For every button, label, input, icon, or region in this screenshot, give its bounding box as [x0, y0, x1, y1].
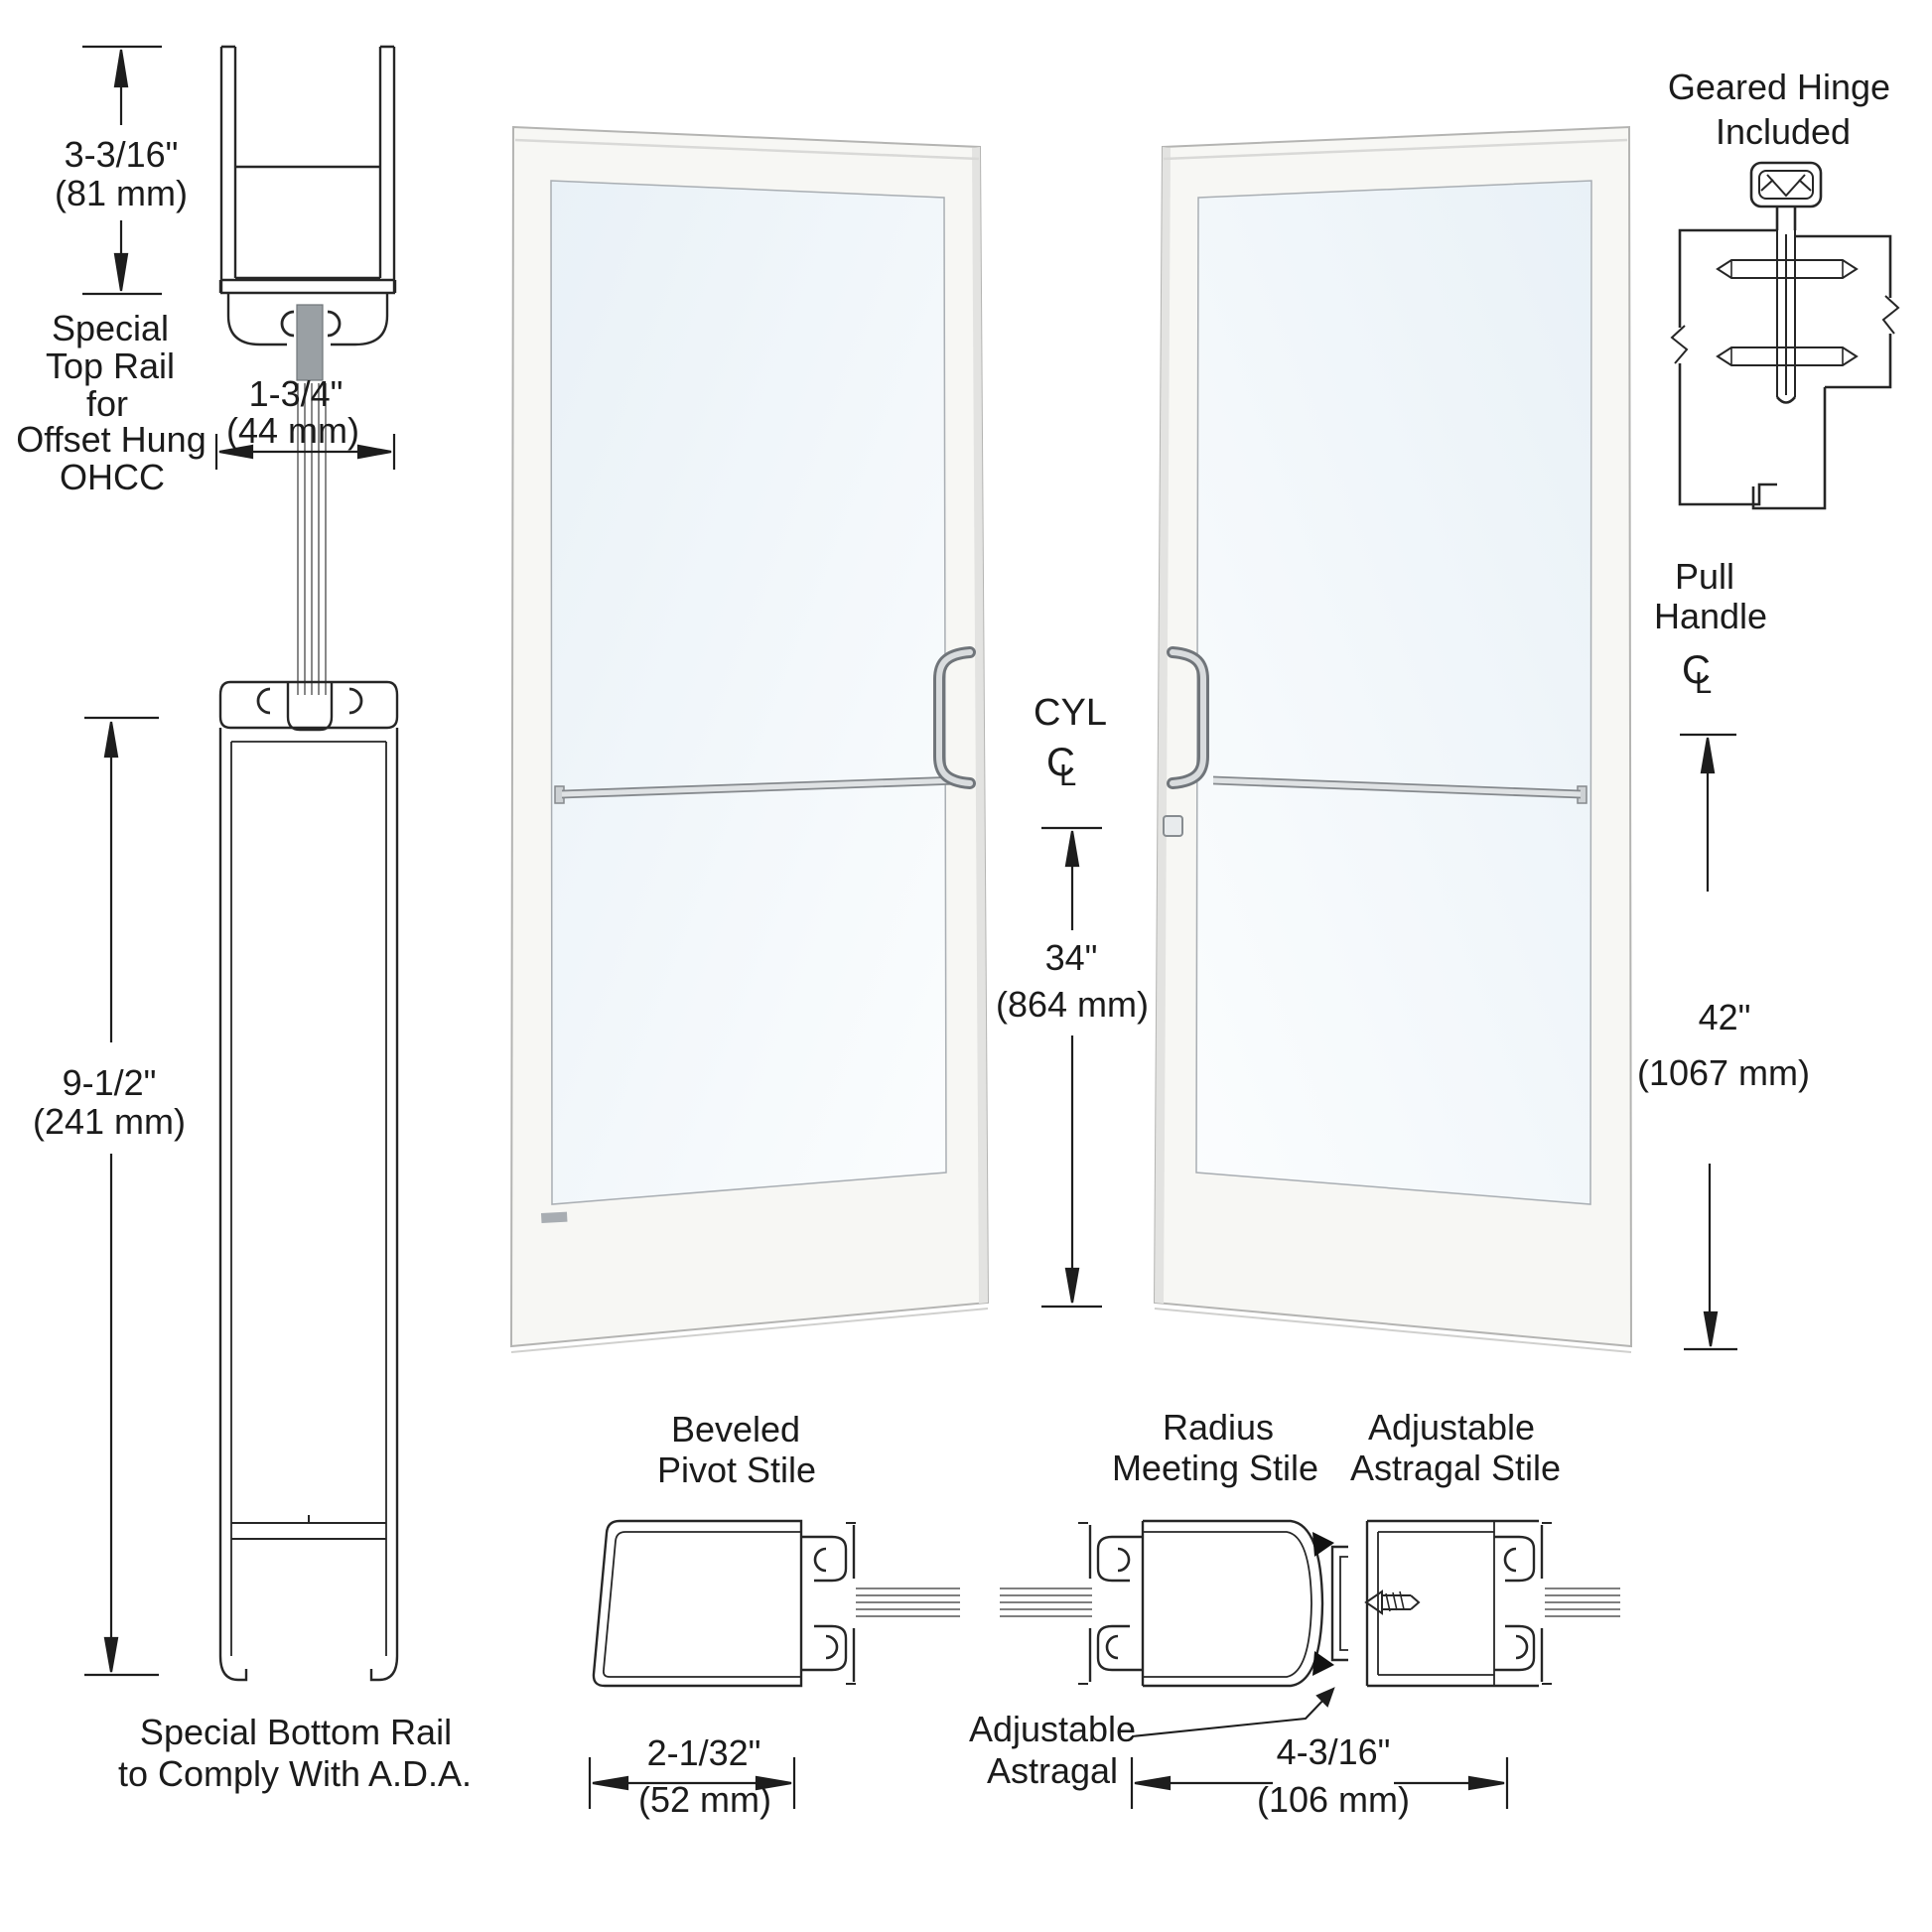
dim-cyl-height: [1041, 826, 1102, 1309]
astragal-stile-profile: [1364, 1519, 1552, 1688]
bottom-rail-profile: [218, 680, 399, 1682]
meeting-stile-caption-line2: Meeting Stile: [1111, 1448, 1319, 1488]
geared-hinge-drawing: [1670, 161, 1900, 510]
pivot-stile-profile: [592, 1519, 856, 1688]
astragal-stile-caption-line2: Astragal Stile: [1349, 1448, 1562, 1488]
astragal-leader-line: [1131, 1687, 1335, 1737]
adjustable-astragal-bar: [1330, 1545, 1348, 1662]
pivot-stile-caption-line1: Beveled: [670, 1409, 801, 1449]
top-rail-caption-line5: OHCC: [60, 457, 165, 497]
bottom-rail-caption-line1: Special Bottom Rail: [139, 1712, 453, 1752]
astragal-caption-line1: Adjustable: [968, 1709, 1137, 1749]
dim-label-top-rail-height-in: 3-3/16": [64, 134, 179, 175]
dim-label-cyl-in: 34": [1044, 937, 1098, 978]
glass-edge-top: [297, 383, 327, 695]
astragal-wedge-bottom: [1312, 1651, 1334, 1676]
dim-top-rail-height: [82, 45, 162, 296]
dim-top-rail-width: [214, 434, 396, 470]
right-door: [1153, 125, 1633, 1353]
dim-label-astragal-in: 4-3/16": [1276, 1731, 1391, 1772]
astragal-wedge-top: [1312, 1532, 1334, 1557]
right-push-bar: [1212, 775, 1587, 804]
dim-label-astragal-mm: (106 mm): [1256, 1779, 1411, 1820]
dim-label-top-rail-width-mm: (44 mm): [226, 410, 359, 451]
dim-label-top-rail-width-in: 1-3/4": [248, 373, 344, 414]
dim-astragal-width: [1130, 1757, 1509, 1809]
screw-icon: [1364, 1589, 1421, 1615]
centerline-c: C: [1046, 741, 1075, 784]
cyl-label: CYL: [1034, 692, 1107, 734]
dim-label-cyl-mm: (864 mm): [995, 984, 1150, 1025]
meeting-stile-caption-line1: Radius: [1162, 1407, 1275, 1448]
glass-corner-label: [541, 1211, 568, 1223]
bottom-rail-caption-line2: to Comply With A.D.A.: [117, 1753, 473, 1794]
pull-handle-caption-line1: Pull: [1674, 556, 1735, 597]
door-hardware: [554, 646, 1587, 837]
pivot-stile-caption-line2: Pivot Stile: [656, 1449, 817, 1490]
left-push-bar: [554, 775, 960, 804]
dim-label-pivot-stile-in: 2-1/32": [646, 1732, 761, 1773]
dim-label-pull-handle-in: 42": [1698, 997, 1751, 1037]
dim-pivot-stile-width: [588, 1757, 796, 1809]
dim-label-pull-handle-mm: (1067 mm): [1636, 1052, 1811, 1093]
top-rail-caption-line4: Offset Hung: [16, 419, 207, 460]
top-rail-profile: [218, 45, 397, 381]
dim-label-pivot-stile-mm: (52 mm): [638, 1779, 771, 1820]
top-rail-caption-line1: Special: [51, 308, 170, 348]
cyl-centerline-symbol: C L: [1046, 741, 1090, 798]
right-door-glass: [1195, 180, 1592, 1205]
centerline-l: L: [1695, 665, 1713, 700]
centerline-l: L: [1059, 758, 1077, 792]
astragal-stile-caption-line1: Adjustable: [1367, 1407, 1536, 1448]
glass-edge-bottom: [856, 1587, 1620, 1617]
right-pull-handle: [1167, 646, 1209, 789]
meeting-stile-profile: [1078, 1519, 1348, 1688]
astragal-caption-line2: Astragal: [986, 1750, 1119, 1791]
centerline-c: C: [1682, 648, 1711, 692]
dim-bottom-rail-height: [84, 716, 159, 1677]
dim-label-bottom-rail-mm: (241 mm): [32, 1101, 187, 1142]
geared-hinge-caption-line1: Geared Hinge: [1667, 67, 1891, 107]
pull-handle-caption-line2: Handle: [1653, 596, 1768, 636]
right-door-edge: [1155, 147, 1171, 1304]
glazing-gasket: [296, 304, 324, 381]
dim-pull-handle-height: [1680, 733, 1737, 1351]
pull-handle-centerline-symbol: C L: [1682, 648, 1725, 706]
top-rail-caption-line2: Top Rail: [45, 345, 176, 386]
left-door: [509, 125, 990, 1353]
left-pull-handle: [933, 646, 976, 789]
left-door-edge: [972, 147, 988, 1304]
top-rail-caption-line3: for: [85, 383, 129, 424]
left-door-glass: [550, 180, 947, 1205]
geared-hinge-caption-line2: Included: [1715, 111, 1852, 152]
dim-label-bottom-rail-in: 9-1/2": [62, 1062, 157, 1103]
cylinder-lock: [1163, 815, 1183, 837]
dim-label-top-rail-height-mm: (81 mm): [55, 173, 188, 213]
